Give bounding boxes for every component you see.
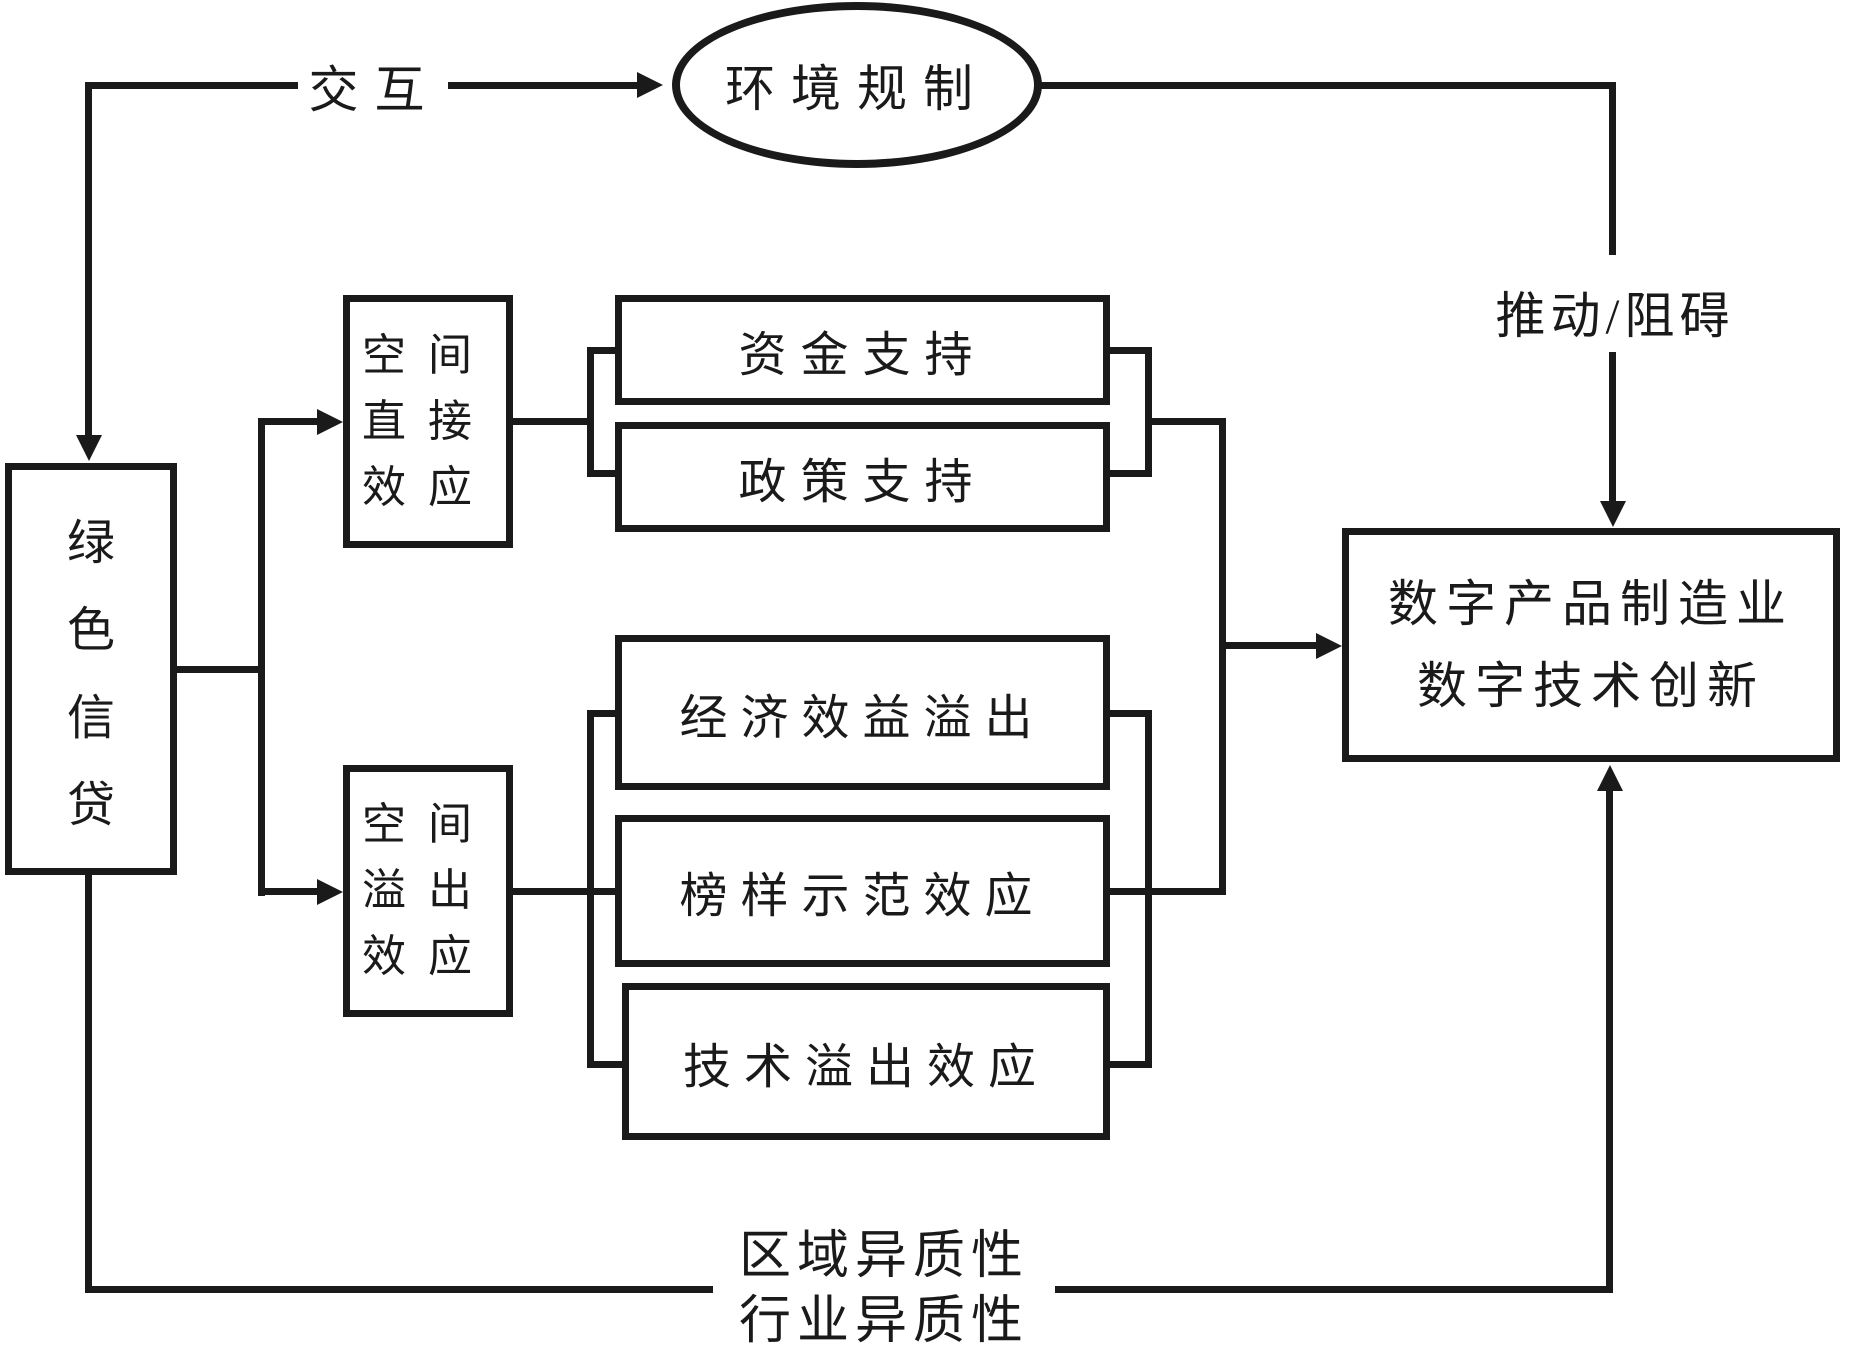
edge-collector-vertical (1219, 418, 1226, 895)
node-policy-support: 政策支持 (615, 422, 1110, 532)
spatial-spillover-effect-line: 空间 (362, 800, 494, 849)
edge-into-big-box (1219, 642, 1316, 649)
arrowhead-into-big-box-left (1316, 633, 1342, 659)
edge-label-regional-heterogeneity: 区域异质性 (738, 1228, 1029, 1285)
bracket-right-top-vertical (1145, 347, 1152, 477)
edge-promote-vertical-upper (1609, 85, 1616, 255)
arrowhead-into-ellipse (637, 72, 663, 98)
edge-interaction-vertical (85, 82, 92, 435)
green-credit-char: 色 (66, 604, 115, 658)
spatial-direct-effect-line: 空间 (362, 330, 494, 380)
edge-to-direct-effect (258, 418, 317, 425)
edge-to-spillover-effect (258, 888, 317, 895)
stub-tech-spillover-out (1110, 1061, 1152, 1068)
edge-heterogeneity-bottom-left (85, 1286, 713, 1293)
node-digital-innovation: 数字产品制造业 数字技术创新 (1342, 528, 1840, 762)
role-model-effect-label: 榜样示范效应 (679, 870, 1046, 923)
edge-label-industry-heterogeneity: 行业异质性 (738, 1293, 1029, 1347)
node-technology-spillover-effect: 技术溢出效应 (622, 983, 1110, 1140)
node-spatial-direct-effect: 空间 直接 效应 (343, 295, 513, 548)
economic-benefit-spillover-label: 经济效益溢出 (679, 691, 1046, 745)
arrowhead-into-green-credit (76, 435, 102, 461)
arrowhead-into-direct-effect (317, 409, 343, 435)
spatial-direct-effect-line: 直接 (362, 396, 494, 446)
node-environmental-regulation: 环境规制 (672, 2, 1042, 168)
stub-to-policy-support (594, 470, 615, 477)
edge-role-model-through (1110, 888, 1226, 895)
environmental-regulation-label: 环境规制 (725, 61, 989, 117)
edge-heterogeneity-left-vertical (85, 875, 92, 1293)
edge-label-promote-hinder: 推动/阻碍 (1495, 288, 1735, 344)
stub-capital-support-out (1110, 347, 1152, 354)
stub-to-economic-spillover (594, 710, 615, 717)
edge-green-credit-out (177, 666, 265, 673)
green-credit-char: 绿 (66, 517, 115, 571)
stub-to-capital-support (594, 347, 615, 354)
node-economic-benefit-spillover: 经济效益溢出 (615, 635, 1110, 790)
edge-interaction-right-segment (448, 82, 640, 89)
node-capital-support: 资金支持 (615, 295, 1110, 405)
edge-heterogeneity-bottom-right (1055, 1286, 1613, 1293)
arrowhead-into-big-box-top (1600, 501, 1626, 527)
node-role-model-effect: 榜样示范效应 (615, 815, 1110, 967)
capital-support-label: 资金支持 (738, 329, 987, 382)
edge-direct-effect-out (513, 418, 594, 425)
arrowhead-into-spillover-effect (317, 879, 343, 905)
edge-top-merge-out (1152, 418, 1226, 425)
bracket-left-top-vertical (587, 347, 594, 477)
spatial-spillover-effect-line: 溢出 (362, 866, 494, 915)
stub-economic-spillover-out (1110, 710, 1152, 717)
edge-promote-vertical-lower (1609, 352, 1616, 501)
technology-spillover-effect-label: 技术溢出效应 (682, 1040, 1049, 1094)
edge-heterogeneity-right-vertical (1606, 791, 1613, 1293)
bracket-left-bottom-vertical (587, 710, 594, 1068)
node-green-credit: 绿 色 信 贷 (5, 463, 177, 875)
node-spatial-spillover-effect: 空间 溢出 效应 (343, 765, 513, 1017)
spatial-spillover-effect-line: 效应 (362, 932, 494, 981)
spatial-direct-effect-line: 效应 (362, 462, 494, 512)
edge-label-interaction: 交互 (308, 62, 441, 118)
edge-interaction-left-segment (85, 82, 298, 89)
arrowhead-into-big-box-bottom (1597, 765, 1623, 791)
digital-innovation-line: 数字技术创新 (1417, 658, 1765, 714)
stub-to-tech-spillover (594, 1061, 622, 1068)
green-credit-char: 信 (66, 691, 115, 745)
edge-trunk-vertical (258, 418, 265, 896)
edge-ellipse-to-right-horizontal (1039, 82, 1616, 89)
bracket-right-bottom-vertical (1145, 710, 1152, 1068)
stub-policy-support-out (1110, 470, 1152, 477)
digital-innovation-line: 数字产品制造业 (1388, 576, 1794, 632)
green-credit-char: 贷 (66, 778, 115, 832)
edge-spillover-effect-out (513, 888, 615, 895)
policy-support-label: 政策支持 (738, 456, 987, 509)
